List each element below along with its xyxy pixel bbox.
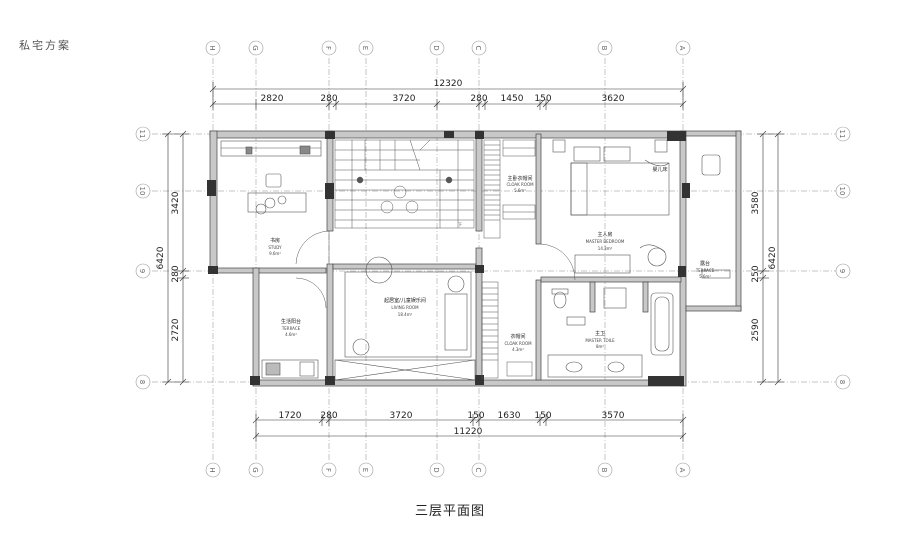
axis-label-d-bottom: D: [432, 467, 440, 472]
room-labels: 书房 STUDY 9.6m² 主卧衣帽间 CLOAK ROOM 5.6m² 婴儿…: [268, 166, 714, 352]
room-crib-name: 婴儿床: [652, 166, 667, 173]
room-master-toilet-name: 主卫: [595, 330, 605, 337]
master-bedroom-furniture: [552, 139, 670, 274]
room-living-en: LIVING ROOM: [391, 305, 419, 310]
cloak-room-top-furniture: [483, 139, 536, 239]
axis-lines: [152, 58, 836, 462]
dimension-lines-left: [162, 130, 189, 386]
dim-top-0: 2820: [261, 94, 284, 104]
room-utility-terrace-area: 4.6m²: [285, 332, 297, 337]
dim-bottom-0: 1720: [279, 411, 302, 421]
room-master-toilet-area: 8m²: [596, 344, 604, 349]
master-toilet-fixtures: [547, 287, 674, 378]
axis-label-g-top: G: [251, 45, 259, 50]
dim-left-total: 6420: [156, 246, 166, 269]
dim-left-2: 2720: [171, 318, 181, 341]
axis-label-d-top: D: [432, 45, 440, 50]
room-living-area: 18.4m²: [398, 312, 413, 317]
axis-label-11-left: 11: [138, 130, 146, 139]
room-master-bedroom-en: MASTER BEDROOM: [586, 239, 625, 244]
axis-label-h-top: H: [208, 45, 216, 50]
utility-terrace-furniture: [261, 359, 319, 379]
axis-label-b-top: B: [600, 46, 608, 51]
bedroom-door: [540, 243, 576, 281]
dim-right-0: 3580: [751, 191, 761, 214]
dim-bottom-6: 3570: [602, 411, 625, 421]
room-master-bedroom-area: 14.3m²: [598, 246, 613, 251]
room-terrace-en: TERRACE: [695, 268, 715, 273]
dim-right-total: 6420: [768, 246, 778, 269]
axis-label-8-left: 8: [138, 380, 146, 384]
room-master-toilet-en: MASTER TOILE: [585, 338, 615, 343]
living-room-furniture: [334, 256, 476, 381]
axis-label-a-top: A: [678, 46, 686, 51]
dim-bottom-4: 1630: [498, 411, 521, 421]
dim-top-total: 12320: [434, 79, 463, 89]
axis-label-f-top: F: [324, 46, 332, 50]
room-utility-terrace-en: TERRACE: [281, 326, 301, 331]
axis-label-c-bottom: C: [474, 468, 482, 473]
dim-right-2: 2590: [751, 318, 761, 341]
axis-label-h-bottom: H: [208, 467, 216, 472]
axis-label-g-bottom: G: [251, 467, 259, 472]
brand-label: 私宅方案: [19, 39, 71, 52]
room-cloak-top-name: 主卧衣帽间: [507, 175, 532, 182]
room-master-bedroom-name: 主人房: [597, 231, 612, 238]
dim-top-5: 150: [534, 94, 551, 104]
dim-bottom-1: 280: [320, 411, 337, 421]
cloak-room-bottom-furniture: [481, 281, 533, 379]
room-study-area: 9.6m²: [269, 251, 281, 256]
dim-bottom-2: 3720: [390, 411, 413, 421]
axis-label-a-bottom: A: [678, 468, 686, 473]
room-cloak-top-en: CLOAK ROOM: [506, 182, 534, 187]
dim-top-3: 280: [470, 94, 487, 104]
room-cloak-bottom-name: 衣帽间: [510, 333, 525, 340]
study-door: [295, 230, 330, 265]
dimension-lines-bottom: [252, 414, 687, 442]
axis-label-11-right: 11: [838, 130, 846, 139]
room-cloak-bottom-en: CLOAK ROOM: [504, 341, 532, 346]
room-cloak-bottom-area: 4.3m²: [512, 347, 524, 352]
room-utility-terrace-name: 生活阳台: [281, 318, 301, 325]
study-furniture: [220, 140, 322, 215]
columns: [207, 131, 690, 386]
room-living-name: 起居室/儿童娱乐间: [384, 297, 426, 304]
axis-bubbles-bottom: H G F E D C B A: [205, 462, 691, 478]
axis-label-b-bottom: B: [600, 468, 608, 473]
room-study-en: STUDY: [268, 245, 282, 250]
axis-bubbles-top: H G F E D C B A: [205, 40, 691, 56]
stair-down-label: 下: [458, 222, 462, 227]
terrace-right-furniture: [701, 154, 731, 279]
dim-top-2: 3720: [393, 94, 416, 104]
axis-label-10-left: 10: [138, 187, 146, 196]
axis-label-f-bottom: F: [324, 468, 332, 472]
room-cloak-top-area: 5.6m²: [514, 188, 526, 193]
axis-label-10-right: 10: [838, 187, 846, 196]
axis-label-e-top: E: [361, 46, 369, 50]
dim-top-6: 3620: [602, 94, 625, 104]
utility-door: [295, 277, 327, 309]
axis-bubbles-side: 11 10 9 8 11 10 9 8: [135, 126, 851, 390]
axis-label-9-right: 9: [838, 269, 846, 273]
dim-left-1: 280: [171, 265, 181, 282]
dim-bottom-total: 11220: [454, 427, 483, 437]
dim-right-1: 250: [751, 265, 761, 282]
dim-bottom-5: 150: [534, 411, 551, 421]
room-study-name: 书房: [270, 237, 280, 244]
dim-left-0: 3420: [171, 191, 181, 214]
axis-label-e-bottom: E: [361, 468, 369, 472]
room-terrace-area: 5.6m²: [699, 274, 711, 279]
dim-top-1: 280: [320, 94, 337, 104]
dim-top-4: 1450: [501, 94, 524, 104]
dimension-lines-top: [209, 82, 687, 110]
axis-label-9-left: 9: [138, 269, 146, 273]
dim-bottom-3: 150: [467, 411, 484, 421]
staircase: [334, 139, 475, 229]
room-terrace-name: 露台: [700, 260, 710, 267]
drawing-title: 三层平面图: [414, 504, 485, 519]
dimension-lines-right: [757, 130, 784, 386]
axis-label-c-top: C: [474, 46, 482, 51]
axis-label-8-right: 8: [838, 380, 846, 384]
